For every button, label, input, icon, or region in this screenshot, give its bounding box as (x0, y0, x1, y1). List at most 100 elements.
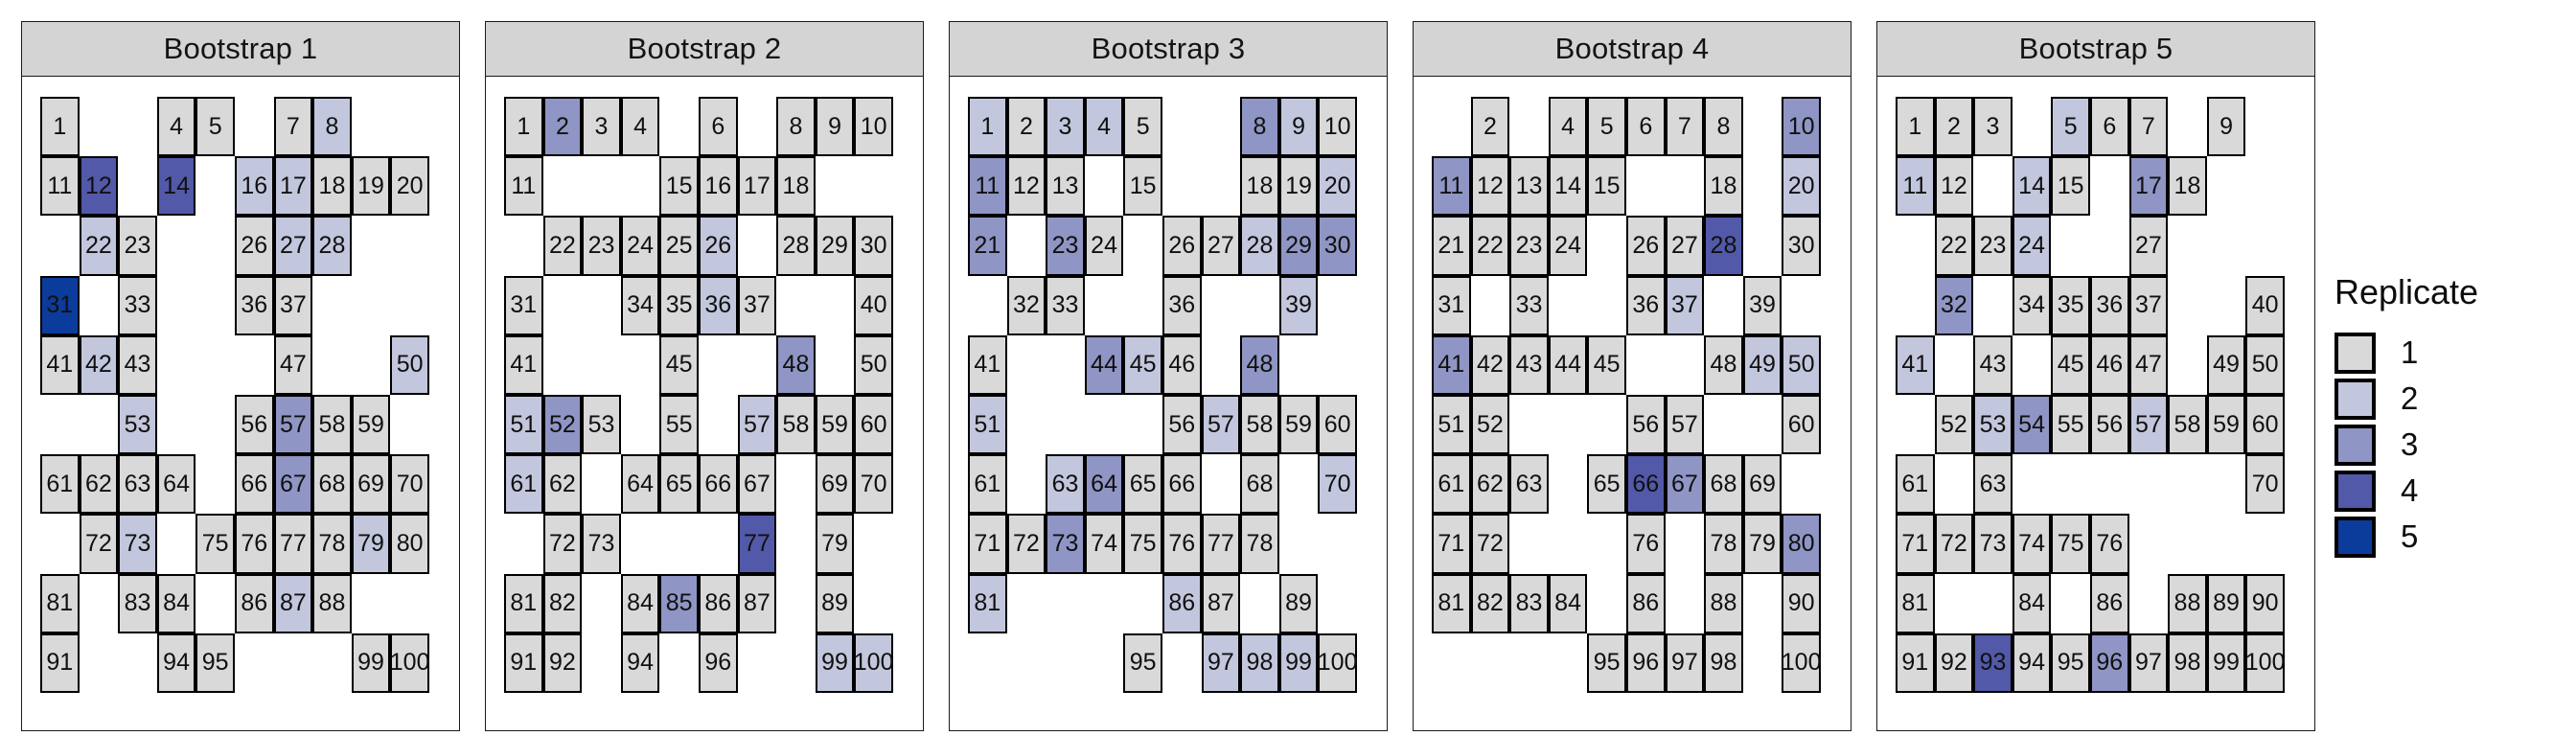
grid-cell[interactable]: 35 (659, 275, 699, 335)
grid-cell[interactable]: 24 (2012, 216, 2052, 276)
grid-cell[interactable]: 12 (1934, 156, 1974, 217)
grid-cell[interactable]: 23 (1509, 216, 1549, 276)
grid-cell[interactable]: 57 (737, 394, 777, 455)
grid-cell[interactable]: 79 (1742, 514, 1782, 574)
grid-cell[interactable]: 26 (234, 216, 274, 276)
grid-cell[interactable]: 82 (1470, 573, 1510, 633)
grid-cell[interactable]: 18 (2168, 156, 2207, 217)
grid-cell[interactable]: 65 (1123, 454, 1162, 515)
grid-cell[interactable]: 9 (1278, 97, 1319, 157)
grid-cell[interactable]: 45 (2051, 334, 2090, 395)
grid-cell[interactable]: 18 (1240, 156, 1279, 217)
grid-cell[interactable]: 26 (1162, 216, 1202, 276)
grid-cell[interactable]: 30 (1318, 216, 1357, 276)
grid-cell[interactable]: 8 (312, 97, 352, 157)
grid-cell[interactable]: 84 (156, 573, 196, 633)
grid-cell[interactable]: 92 (542, 632, 583, 693)
grid-cell[interactable]: 4 (156, 97, 196, 157)
grid-cell[interactable]: 73 (1046, 514, 1085, 574)
grid-cell[interactable]: 99 (815, 632, 855, 693)
grid-cell[interactable]: 75 (196, 514, 235, 574)
grid-cell[interactable]: 1 (1896, 97, 1935, 157)
grid-cell[interactable]: 81 (40, 573, 80, 633)
grid-cell[interactable]: 41 (504, 334, 543, 395)
grid-cell[interactable]: 32 (1006, 275, 1046, 335)
grid-cell[interactable]: 62 (542, 454, 583, 515)
grid-cell[interactable]: 99 (1278, 632, 1319, 693)
grid-cell[interactable]: 2 (1006, 97, 1046, 157)
grid-cell[interactable]: 68 (312, 454, 352, 515)
grid-cell[interactable]: 50 (854, 334, 893, 395)
grid-cell[interactable]: 75 (2051, 514, 2090, 574)
grid-cell[interactable]: 90 (2245, 573, 2285, 633)
grid-cell[interactable]: 2 (542, 97, 583, 157)
grid-cell[interactable]: 68 (1240, 454, 1279, 515)
grid-cell[interactable]: 78 (1704, 514, 1743, 574)
grid-cell[interactable]: 56 (1625, 394, 1666, 455)
grid-cell[interactable]: 36 (2089, 275, 2129, 335)
grid-cell[interactable]: 28 (776, 216, 816, 276)
grid-cell[interactable]: 71 (1896, 514, 1935, 574)
grid-cell[interactable]: 14 (2012, 156, 2052, 217)
grid-cell[interactable]: 57 (1201, 394, 1241, 455)
grid-cell[interactable]: 81 (1896, 573, 1935, 633)
grid-cell[interactable]: 21 (1432, 216, 1471, 276)
grid-cell[interactable]: 28 (312, 216, 352, 276)
grid-cell[interactable]: 71 (968, 514, 1007, 574)
grid-cell[interactable]: 4 (1548, 97, 1588, 157)
grid-cell[interactable]: 3 (582, 97, 621, 157)
grid-cell[interactable]: 13 (1046, 156, 1085, 217)
grid-cell[interactable]: 43 (1973, 334, 2012, 395)
grid-cell[interactable]: 73 (118, 514, 157, 574)
grid-cell[interactable]: 41 (968, 334, 1007, 395)
grid-cell[interactable]: 61 (1896, 454, 1935, 515)
grid-cell[interactable]: 84 (620, 573, 660, 633)
grid-cell[interactable]: 72 (542, 514, 583, 574)
grid-cell[interactable]: 15 (659, 156, 699, 217)
grid-cell[interactable]: 87 (737, 573, 777, 633)
grid-cell[interactable]: 84 (2012, 573, 2052, 633)
grid-cell[interactable]: 55 (659, 394, 699, 455)
grid-cell[interactable]: 51 (1432, 394, 1471, 455)
grid-cell[interactable]: 59 (1278, 394, 1319, 455)
grid-cell[interactable]: 19 (351, 156, 391, 217)
grid-cell[interactable]: 72 (79, 514, 119, 574)
grid-cell[interactable]: 58 (1240, 394, 1279, 455)
grid-cell[interactable]: 23 (118, 216, 157, 276)
grid-cell[interactable]: 50 (390, 334, 429, 395)
grid-cell[interactable]: 17 (737, 156, 777, 217)
grid-cell[interactable]: 15 (2051, 156, 2090, 217)
grid-cell[interactable]: 8 (1704, 97, 1743, 157)
grid-cell[interactable]: 76 (234, 514, 274, 574)
grid-cell[interactable]: 27 (1201, 216, 1241, 276)
grid-cell[interactable]: 57 (273, 394, 313, 455)
grid-cell[interactable]: 22 (542, 216, 583, 276)
grid-cell[interactable]: 12 (1006, 156, 1046, 217)
grid-cell[interactable]: 67 (737, 454, 777, 515)
grid-cell[interactable]: 39 (1278, 275, 1319, 335)
grid-cell[interactable]: 76 (1625, 514, 1666, 574)
grid-cell[interactable]: 1 (968, 97, 1007, 157)
grid-cell[interactable]: 34 (2012, 275, 2052, 335)
grid-cell[interactable]: 22 (79, 216, 119, 276)
grid-cell[interactable]: 15 (1587, 156, 1626, 217)
grid-cell[interactable]: 86 (2089, 573, 2129, 633)
grid-cell[interactable]: 62 (1470, 454, 1510, 515)
grid-cell[interactable]: 63 (118, 454, 157, 515)
grid-cell[interactable]: 7 (2128, 97, 2169, 157)
grid-cell[interactable]: 65 (659, 454, 699, 515)
grid-cell[interactable]: 45 (1587, 334, 1626, 395)
grid-cell[interactable]: 25 (659, 216, 699, 276)
grid-cell[interactable]: 36 (1625, 275, 1666, 335)
grid-cell[interactable]: 36 (1162, 275, 1202, 335)
grid-cell[interactable]: 77 (737, 514, 777, 574)
grid-cell[interactable]: 75 (1123, 514, 1162, 574)
grid-cell[interactable]: 51 (968, 394, 1007, 455)
grid-cell[interactable]: 23 (1046, 216, 1085, 276)
grid-cell[interactable]: 10 (1318, 97, 1357, 157)
grid-cell[interactable]: 77 (273, 514, 313, 574)
grid-cell[interactable]: 89 (2206, 573, 2246, 633)
grid-cell[interactable]: 52 (542, 394, 583, 455)
grid-cell[interactable]: 87 (1201, 573, 1241, 633)
grid-cell[interactable]: 33 (1046, 275, 1085, 335)
